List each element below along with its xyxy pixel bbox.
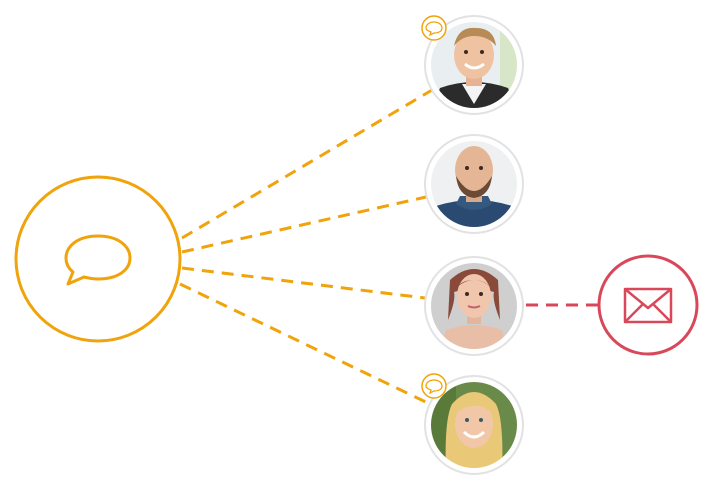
connector-hub-avatar-2	[182, 197, 426, 252]
avatar-blonde-woman[interactable]	[422, 374, 523, 474]
avatar-bald-bearded-man[interactable]	[425, 135, 523, 233]
connector-hub-avatar-3	[182, 268, 425, 298]
chat-badge-icon	[422, 374, 446, 398]
avatar-man-smiling[interactable]	[422, 16, 523, 114]
chat-badge-icon	[422, 16, 446, 40]
connector-hub-avatar-1	[182, 90, 432, 238]
connectors	[180, 90, 600, 405]
email-node[interactable]	[599, 256, 697, 354]
connector-hub-avatar-4	[180, 284, 432, 405]
chat-hub[interactable]	[16, 177, 180, 341]
avatar-woman-auburn-hair[interactable]	[425, 257, 523, 355]
